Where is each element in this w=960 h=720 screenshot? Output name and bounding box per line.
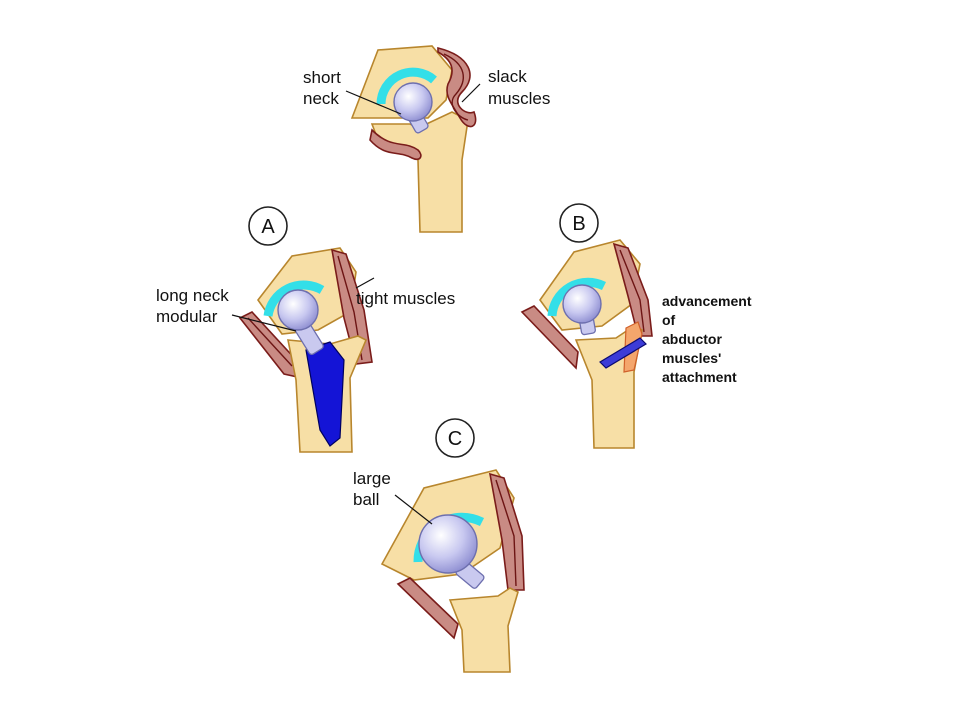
acetabular-cup xyxy=(263,280,325,317)
long-neck-label-line2: modular xyxy=(156,307,218,326)
advancement-label-line4: muscles' xyxy=(662,350,721,366)
large-ball-label-line1: large xyxy=(353,469,391,488)
top-panel: short neck slack muscles xyxy=(303,45,550,233)
femur-bone xyxy=(448,587,519,673)
femoral-head-ball-large xyxy=(418,514,478,574)
abductor-muscle-line xyxy=(619,249,645,333)
panel-b-letter: B xyxy=(572,213,585,235)
panel-b: B advancement of abductor muscles' attac… xyxy=(520,203,752,449)
femoral-head-ball xyxy=(277,289,319,331)
tight-muscles-leader xyxy=(355,277,375,289)
panel-a: A long neck modular tight muscles xyxy=(156,206,455,453)
advancement-label-line2: of xyxy=(662,312,676,328)
advancement-label-line5: attachment xyxy=(662,369,737,385)
abductor-muscle-line xyxy=(495,479,517,587)
implant-stem xyxy=(305,341,345,447)
slack-muscles xyxy=(437,46,477,128)
abductor-muscles-lower xyxy=(520,305,579,370)
advancement-label-line3: abductor xyxy=(662,331,722,347)
panel-c: C large ball xyxy=(353,418,525,673)
short-neck-label-line2: neck xyxy=(303,89,339,108)
femoral-head-ball xyxy=(562,284,602,324)
slack-muscles-leader xyxy=(461,83,481,103)
panel-c-circle xyxy=(435,418,475,458)
abductor-muscles-lower xyxy=(396,577,459,640)
large-ball-label-line2: ball xyxy=(353,490,379,509)
slack-muscles-lower xyxy=(369,128,422,161)
femoral-head-ball xyxy=(393,82,433,122)
large-ball-leader xyxy=(394,494,433,525)
tight-muscle-line-lower xyxy=(247,317,293,367)
slack-muscles-label-line2: muscles xyxy=(488,89,550,108)
short-neck-leader xyxy=(345,90,402,115)
panel-a-letter: A xyxy=(261,216,275,238)
abductor-muscles-upper xyxy=(612,242,653,337)
slack-muscles-label-line1: slack xyxy=(488,67,527,86)
acetabular-cup xyxy=(547,277,607,317)
short-neck-label-line1: short xyxy=(303,68,341,87)
advancement-label-line1: advancement xyxy=(662,293,752,309)
panel-c-letter: C xyxy=(448,428,462,450)
acetabular-cup xyxy=(376,67,437,105)
long-neck-leader xyxy=(231,314,297,332)
tight-muscles-label: tight muscles xyxy=(356,289,455,308)
panel-b-circle xyxy=(559,203,599,243)
long-neck-label-line1: long neck xyxy=(156,286,229,305)
bone-screw xyxy=(599,337,647,369)
panel-a-circle xyxy=(248,206,288,246)
slack-muscle-line xyxy=(443,53,469,121)
